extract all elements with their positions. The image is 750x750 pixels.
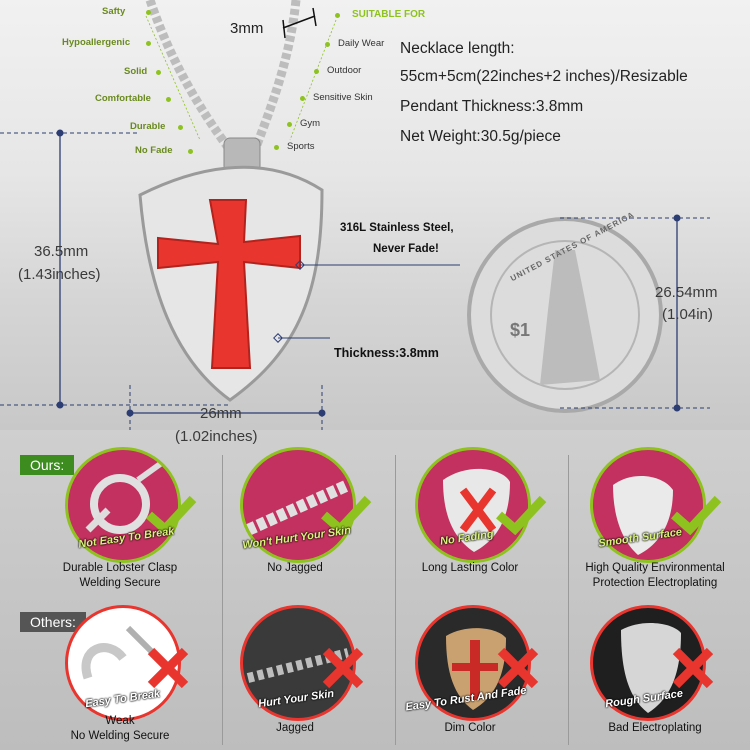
column-divider [568, 455, 569, 745]
others-caption: Dim Color [444, 722, 496, 734]
check-icon [146, 495, 197, 535]
x-icon [147, 647, 189, 689]
suitable-item: Outdoor [327, 65, 362, 76]
suitable-item: Sports [287, 141, 315, 152]
chain-thickness-label: 3mm [230, 20, 264, 37]
coin-value: $1 [510, 320, 531, 340]
green-dot-icon [146, 41, 151, 46]
green-dot-icon [178, 125, 183, 130]
green-dot-icon [188, 149, 193, 154]
chain-right [250, 0, 301, 152]
liberty-figure [540, 250, 600, 385]
ours-chain-image [240, 447, 356, 563]
ours-badge: Ours: [20, 455, 75, 475]
x-icon [497, 647, 539, 689]
feature-item: Solid [124, 66, 148, 77]
ours-caption: High Quality Environmental [585, 562, 725, 574]
others-caption: Bad Electroplating [608, 722, 702, 734]
net-weight: Net Weight:30.5g/piece [400, 128, 561, 145]
others-surface-image [590, 605, 706, 721]
suitable-title: SUITABLE FOR [352, 9, 426, 20]
ours-surface-image [590, 447, 706, 563]
product-illustration [0, 0, 710, 430]
check-icon [321, 495, 372, 535]
suitable-item: Gym [300, 118, 321, 129]
ours-caption: Durable Lobster Clasp [62, 562, 178, 574]
ours-caption: Long Lasting Color [421, 562, 519, 574]
ours-caption: No Jagged [267, 562, 323, 574]
width-inches: (1.02inches) [175, 428, 258, 445]
green-dot-icon [287, 122, 292, 127]
feature-item: Hypoallergenic [62, 37, 131, 48]
steel-callout: 316L Stainless Steel, [340, 222, 454, 234]
green-dot-icon [146, 10, 151, 15]
necklace-length-value: 55cm+5cm(22inches+2 inches)/Resizable [400, 68, 688, 85]
feature-item: Comfortable [95, 93, 151, 104]
x-icon [322, 647, 364, 689]
green-dot-icon [314, 69, 319, 74]
check-icon [496, 495, 547, 535]
ours-caption: Protection Electroplating [592, 577, 718, 589]
ours-caption: Welding Secure [79, 577, 161, 589]
pendant-thickness: Pendant Thickness:3.8mm [400, 98, 584, 115]
height-inches: (1.43inches) [18, 266, 101, 283]
necklace-length-label: Necklace length: [400, 40, 515, 57]
others-badge: Others: [20, 612, 86, 632]
height-mm: 36.5mm [34, 243, 89, 260]
ours-pendant-image [415, 447, 531, 563]
coin-mm: 26.54mm [655, 284, 718, 301]
check-icon [671, 495, 722, 535]
ours-clasp-image [65, 447, 181, 563]
green-dot-icon [156, 70, 161, 75]
width-mm: 26mm [200, 405, 242, 422]
column-divider [222, 455, 223, 745]
green-dot-icon [300, 96, 305, 101]
x-icon [672, 647, 714, 689]
feature-item: Durable [130, 121, 166, 132]
never-fade-callout: Never Fade! [373, 243, 439, 255]
suitable-item: Sensitive Skin [313, 92, 373, 103]
others-caption: Jagged [276, 722, 314, 734]
green-dot-icon [335, 13, 340, 18]
coin-inches: (1.04in) [662, 306, 713, 323]
others-caption: No Welding Secure [70, 730, 170, 742]
green-dot-icon [325, 42, 330, 47]
others-caption: Weak [105, 715, 135, 727]
thickness-callout: Thickness:3.8mm [334, 346, 439, 360]
chain-left [145, 0, 234, 153]
feature-item: Safty [102, 6, 126, 17]
column-divider [395, 455, 396, 745]
green-dot-icon [166, 97, 171, 102]
red-cross [157, 199, 301, 369]
feature-item: No Fade [135, 145, 173, 156]
green-dot-icon [274, 145, 279, 150]
suitable-item: Daily Wear [338, 38, 385, 49]
